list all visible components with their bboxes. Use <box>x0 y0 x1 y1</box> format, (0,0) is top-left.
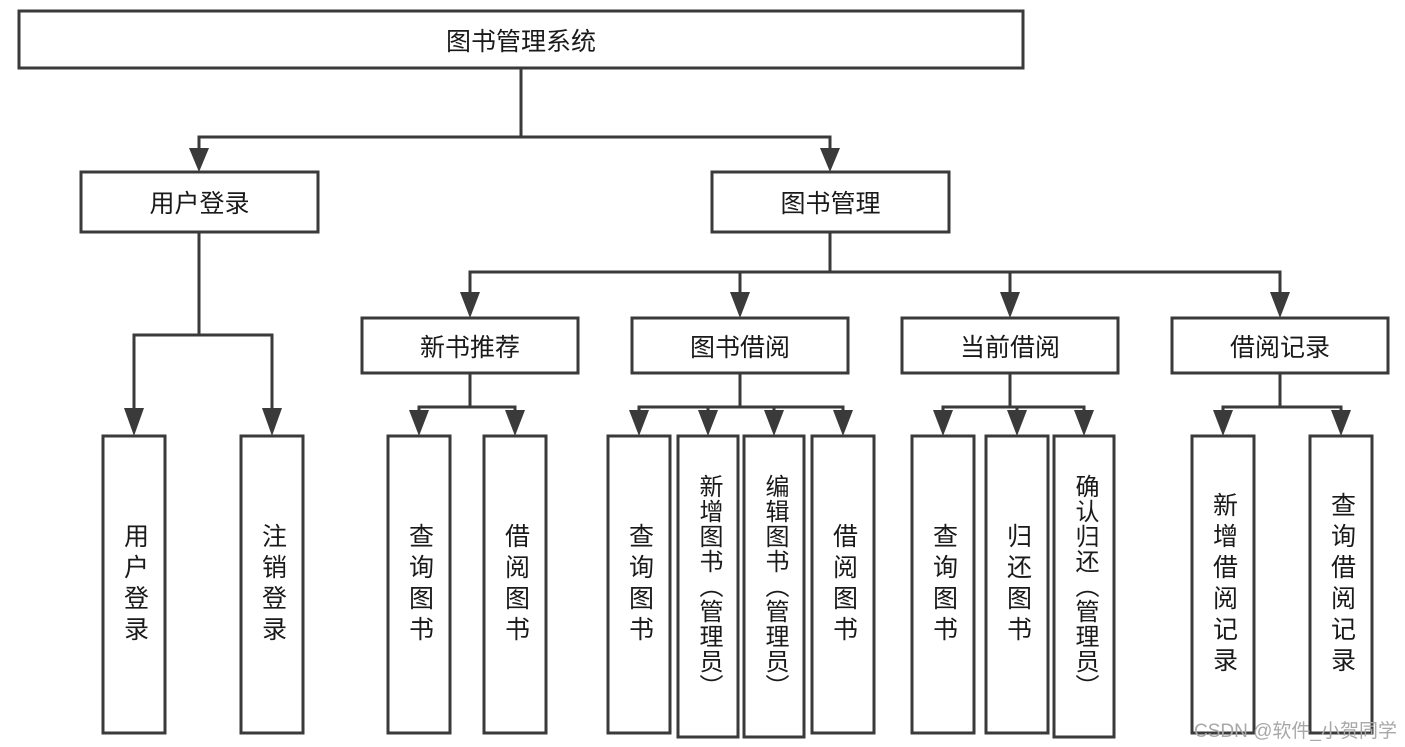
arrow-query-book-1 <box>409 410 429 436</box>
node-box-edit-book[interactable] <box>742 434 806 739</box>
node-box-query-book-2[interactable] <box>606 434 672 735</box>
arrow-book-borrow <box>730 292 750 318</box>
arrow-borrow-book-2 <box>833 410 853 436</box>
arrow-query-borrow-record <box>1331 410 1351 436</box>
arrow-user-logout-leaf <box>262 408 282 436</box>
arrow-confirm-return <box>1074 410 1094 436</box>
node-box-user-login-leaf[interactable] <box>101 434 167 735</box>
watermark-text: CSDN @软件_小贺同学 <box>1194 721 1397 742</box>
arrow-query-book-2 <box>629 410 649 436</box>
node-box-user-logout-leaf[interactable] <box>239 434 305 735</box>
node-box-borrow-record[interactable] <box>1170 316 1390 375</box>
arrow-edit-book <box>764 410 784 436</box>
node-box-book-manage[interactable] <box>710 170 951 234</box>
node-box-query-borrow-record[interactable] <box>1308 434 1374 735</box>
node-box-confirm-return[interactable] <box>1052 434 1116 739</box>
node-box-new-book-recommend[interactable] <box>360 316 580 375</box>
node-box-add-book[interactable] <box>676 434 740 739</box>
node-box-query-book-1[interactable] <box>386 434 452 735</box>
arrow-user-login <box>189 148 209 172</box>
arrow-new-book-recommend <box>460 292 480 318</box>
arrow-book-manage <box>820 148 840 172</box>
node-box-root[interactable] <box>17 9 1025 70</box>
arrow-current-borrow <box>1000 292 1020 318</box>
node-box-borrow-book-1[interactable] <box>482 434 548 735</box>
arrow-add-book <box>698 410 718 436</box>
arrow-borrow-book-1 <box>505 410 525 436</box>
connector-lines <box>124 66 1351 436</box>
node-box-return-book[interactable] <box>984 434 1050 735</box>
arrow-return-book <box>1007 410 1027 436</box>
node-box-book-borrow[interactable] <box>630 316 850 375</box>
arrow-user-login-leaf <box>124 408 144 436</box>
arrow-add-borrow-record <box>1213 410 1233 436</box>
arrow-borrow-record <box>1270 292 1290 318</box>
node-box-query-book-3[interactable] <box>910 434 976 735</box>
node-box-user-login[interactable] <box>79 170 320 234</box>
node-boxes <box>17 9 1390 739</box>
arrow-query-book-3 <box>933 410 953 436</box>
node-box-current-borrow[interactable] <box>900 316 1120 375</box>
node-box-add-borrow-record[interactable] <box>1190 434 1256 735</box>
node-box-borrow-book-2[interactable] <box>810 434 876 735</box>
